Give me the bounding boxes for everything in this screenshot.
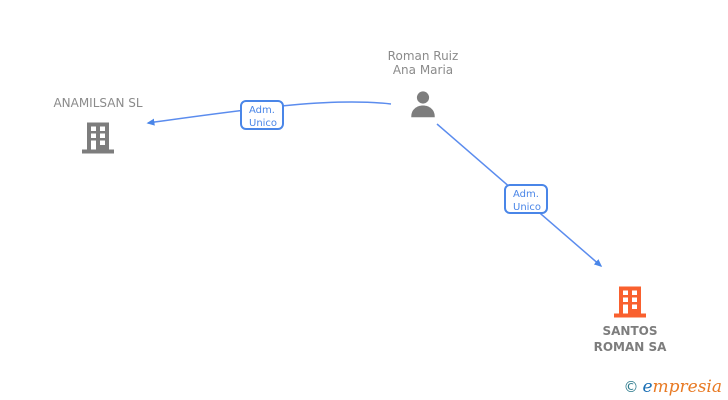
edge-label-adm-unico-left: Adm. Unico — [240, 100, 284, 130]
brand-rest: mpresia — [652, 377, 723, 397]
empresia-logo[interactable]: © empresia — [623, 378, 722, 396]
person-name: Roman Ruiz Ana Maria — [387, 49, 459, 77]
company-santos-name: SANTOS ROMAN SA — [593, 324, 667, 354]
node-person[interactable]: Roman Ruiz Ana Maria — [363, 49, 483, 120]
building-icon — [82, 122, 114, 154]
building-icon — [614, 286, 646, 318]
brand-wordmark: empresia — [642, 378, 722, 396]
brand-letter-e: e — [642, 377, 653, 397]
copyright-icon: © — [623, 378, 639, 396]
edge-label-adm-unico-right: Adm. Unico — [504, 184, 548, 214]
node-company-anamilsan[interactable]: ANAMILSAN SL — [38, 96, 158, 155]
person-icon — [411, 91, 435, 118]
node-company-santos[interactable]: SANTOS ROMAN SA — [572, 283, 688, 355]
company-anamilsan-name: ANAMILSAN SL — [53, 96, 143, 110]
